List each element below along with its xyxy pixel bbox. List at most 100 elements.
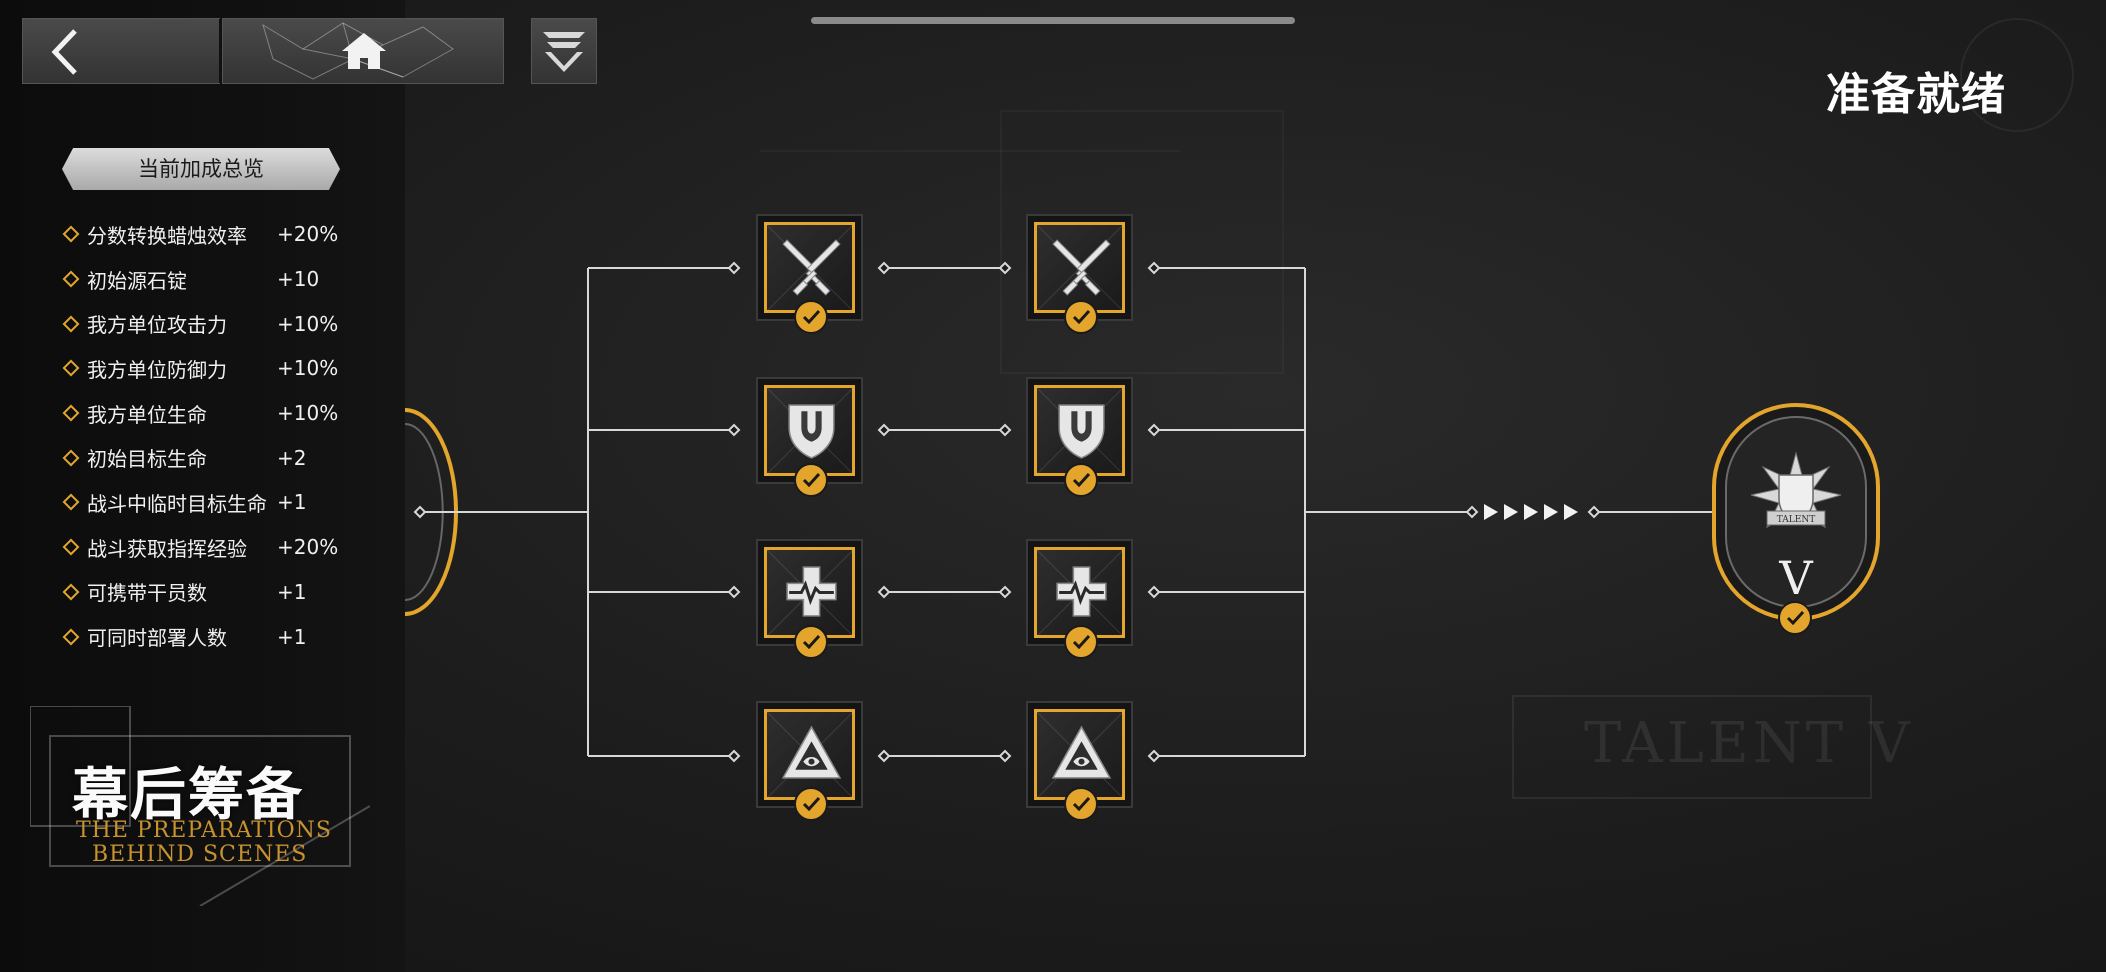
diamond-bullet-icon <box>62 225 80 243</box>
shield-icon <box>788 404 835 459</box>
bonus-item-name: 分数转换蜡烛效率 <box>87 223 247 248</box>
talent-node-target-1[interactable] <box>756 701 863 821</box>
bonus-item-value: +10 <box>277 267 320 292</box>
talent-watermark: TALENT V <box>1512 695 1909 799</box>
medical-cross-icon <box>1056 566 1107 617</box>
diamond-bullet-icon <box>62 449 80 467</box>
bonus-item-name: 可同时部署人数 <box>87 626 227 651</box>
unlocked-check-badge <box>794 625 828 659</box>
button-divider <box>219 19 222 83</box>
talent-node-target-2[interactable] <box>1026 701 1133 821</box>
menu-button[interactable] <box>531 18 597 84</box>
unlocked-check-badge <box>1064 300 1098 334</box>
bonus-item-name: 我方单位生命 <box>87 402 207 427</box>
triangle-eye-icon <box>781 725 842 779</box>
bonus-item-name: 我方单位攻击力 <box>87 313 227 338</box>
talent-node-attack-1[interactable] <box>756 214 863 334</box>
diamond-bullet-icon <box>62 538 80 556</box>
bonus-item: 我方单位生命 +10% <box>62 391 392 436</box>
diamond-bullet-icon <box>62 315 80 333</box>
talent-node-defense-2[interactable] <box>1026 377 1133 497</box>
bonus-item-value: +10% <box>277 311 339 336</box>
back-button[interactable] <box>22 18 222 84</box>
ready-status-label: 准备就绪 <box>1826 69 2006 120</box>
bonus-item-name: 初始源石锭 <box>87 268 187 293</box>
forward-arrows-icon <box>1484 504 1578 520</box>
check-icon <box>1072 472 1091 487</box>
check-icon <box>802 472 821 487</box>
unlocked-check-badge <box>1064 463 1098 497</box>
bonus-item-name: 战斗获取指挥经验 <box>87 536 247 561</box>
check-icon <box>802 796 821 811</box>
bonus-summary-title: 当前加成总览 <box>62 148 340 190</box>
unlocked-check-badge <box>1064 625 1098 659</box>
talent-node-health-2[interactable] <box>1026 539 1133 659</box>
bonus-item-value: +20% <box>277 222 339 247</box>
diamond-bullet-icon <box>62 628 80 646</box>
check-icon <box>1072 796 1091 811</box>
triangle-eye-icon <box>1051 725 1112 779</box>
bg-gear-decoration <box>1960 18 2074 132</box>
top-navigation <box>22 18 504 84</box>
bonus-item-value: +1 <box>277 579 307 604</box>
bonus-list: 分数转换蜡烛效率 +20% 初始源石锭 +10 我方单位攻击力 +10% 我方单位防御力 +1… <box>62 212 392 659</box>
bonus-item-value: +20% <box>277 535 339 560</box>
unlocked-check-badge <box>1778 601 1812 635</box>
diamond-bullet-icon <box>62 404 80 422</box>
diamond-bullet-icon <box>62 359 80 377</box>
check-icon <box>1072 634 1091 649</box>
diamond-bullet-icon <box>62 493 80 511</box>
back-chevron-icon <box>51 29 77 75</box>
bonus-item: 可同时部署人数 +1 <box>62 614 392 659</box>
bonus-item: 初始目标生命 +2 <box>62 435 392 480</box>
check-icon <box>802 634 821 649</box>
bonus-item-value: +1 <box>277 490 307 515</box>
stage-subtitle-line1: THE PREPARATIONS <box>76 818 332 843</box>
bonus-item: 战斗中临时目标生命 +1 <box>62 480 392 525</box>
bonus-item: 初始源石锭 +10 <box>62 257 392 302</box>
crossed-swords-icon <box>782 239 841 296</box>
bonus-item-name: 战斗中临时目标生命 <box>87 491 267 516</box>
bonus-item: 我方单位攻击力 +10% <box>62 301 392 346</box>
bonus-item: 可携带干员数 +1 <box>62 570 392 615</box>
unlocked-check-badge <box>1064 787 1098 821</box>
talent-emblem-icon: TALENT <box>1750 451 1842 529</box>
stacked-chevrons-icon <box>543 32 585 72</box>
diamond-bullet-icon <box>62 583 80 601</box>
home-button[interactable] <box>222 18 504 84</box>
stage-title-block: 幕后筹备 THE PREPARATIONS BEHIND SCENES <box>30 706 370 906</box>
home-icon <box>342 33 386 69</box>
bonus-item: 我方单位防御力 +10% <box>62 346 392 391</box>
title-frame-decoration <box>30 706 370 906</box>
unlocked-check-badge <box>794 463 828 497</box>
bonus-item-value: +2 <box>277 445 307 470</box>
bonus-item: 战斗获取指挥经验 +20% <box>62 525 392 570</box>
node-frame <box>1034 547 1125 638</box>
check-icon <box>802 309 821 324</box>
check-icon <box>1072 309 1091 324</box>
unlocked-check-badge <box>794 787 828 821</box>
talent-node-final[interactable]: TALENT V <box>1710 403 1882 635</box>
bonus-item-value: +10% <box>277 356 339 381</box>
crossed-swords-icon <box>1052 239 1111 296</box>
talent-node-health-1[interactable] <box>756 539 863 659</box>
shield-icon <box>1058 404 1105 459</box>
bonus-item: 分数转换蜡烛效率 +20% <box>62 212 392 257</box>
final-node-numeral: V <box>1779 551 1813 605</box>
talent-node-defense-1[interactable] <box>756 377 863 497</box>
talent-node-attack-2[interactable] <box>1026 214 1133 334</box>
bonus-item-name: 初始目标生命 <box>87 447 207 472</box>
scroll-indicator <box>811 17 1295 24</box>
unlocked-check-badge <box>794 300 828 334</box>
bonus-item-name: 我方单位防御力 <box>87 357 227 382</box>
talent-watermark-text: TALENT V <box>1584 711 1914 776</box>
diamond-bullet-icon <box>62 270 80 288</box>
bonus-item-name: 可携带干员数 <box>87 581 207 606</box>
bonus-item-value: +10% <box>277 401 339 426</box>
check-icon <box>1786 610 1805 625</box>
bonus-item-value: +1 <box>277 624 307 649</box>
